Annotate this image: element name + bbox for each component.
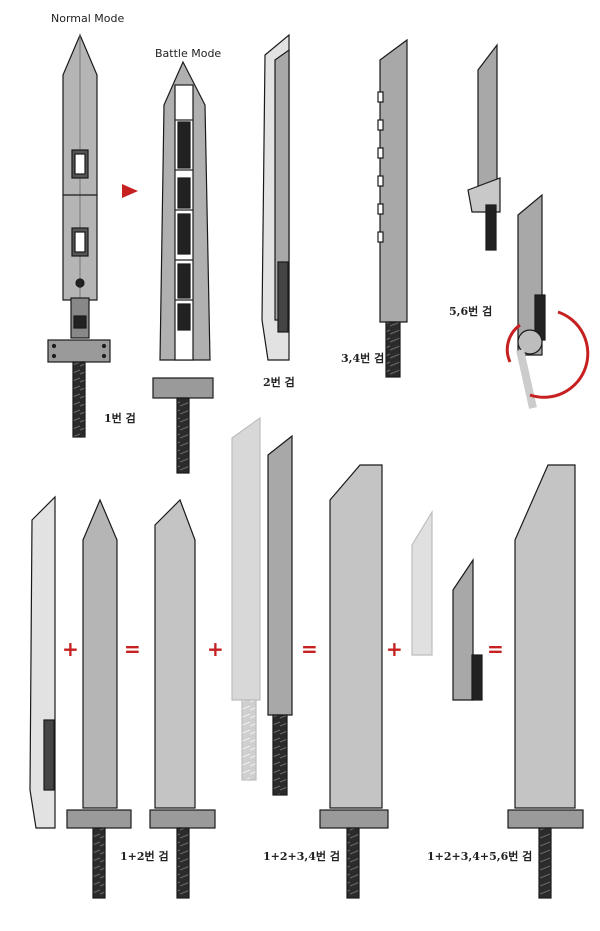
combo-1-2-3-4-5-6-result [507,464,584,899]
combo-sword-5-6-part [452,558,483,701]
label-combo-1-2: 1+2번 검 [120,850,169,863]
sword-1-normal-mode [47,33,111,438]
combo-sword-5-6-ghost [411,509,433,656]
sword-2 [261,33,290,361]
arrow-right-icon [122,184,138,198]
label-battle-mode: Battle Mode [155,47,222,60]
label-sword-3-4: 3,4번 검 [341,352,385,365]
label-normal-mode: Normal Mode [51,12,125,25]
sword-5-6-folded [467,43,501,251]
label-combo-1-2-3-4-5-6: 1+2+3,4+5,6번 검 [427,850,533,863]
sword-1-battle-mode [152,60,214,474]
plus-sign: + [62,637,79,661]
combo-1-2-result [149,498,216,899]
combo-sword-1-part [66,498,132,899]
label-sword-5-6: 5,6번 검 [449,305,493,318]
combo-sword-3-4-part [267,434,293,796]
equals-sign: = [124,637,141,661]
plus-sign: + [207,637,224,661]
equals-sign: = [301,637,318,661]
sword-5-6-unfolded [505,193,590,409]
combo-sword-2-part [29,495,56,829]
label-sword-2: 2번 검 [263,376,295,389]
sword-3-4 [377,38,408,378]
combo-sword-3-4-ghost [231,416,261,781]
combo-1-2-3-4-result [319,464,389,899]
label-sword-1: 1번 검 [104,412,136,425]
plus-sign: + [386,637,403,661]
equals-sign: = [487,637,504,661]
label-combo-1-2-3-4: 1+2+3,4번 검 [263,850,340,863]
